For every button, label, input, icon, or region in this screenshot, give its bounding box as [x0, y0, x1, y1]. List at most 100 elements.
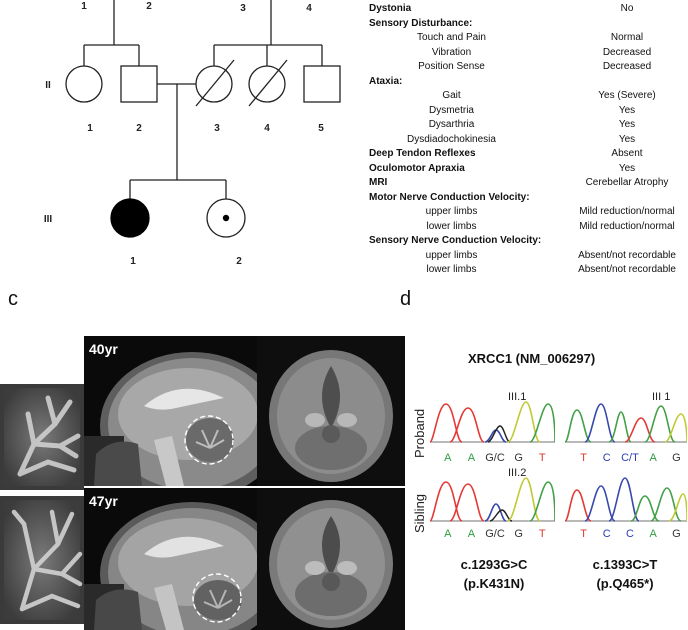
clinical-row: Sensory Disturbance: — [369, 17, 685, 32]
gen1-id: 1 — [81, 1, 87, 12]
clinical-row: Dysarthria Yes — [369, 118, 685, 133]
mri-axial-47yr — [257, 488, 405, 630]
trace-id-proband-left: III.1 — [508, 391, 527, 403]
clinical-feature-value: Yes — [618, 119, 636, 130]
clinical-row: lower limbs Absent/not recordable — [369, 263, 685, 278]
gen2-id: 2 — [136, 123, 142, 134]
trace-id-sibling-left: III.2 — [508, 467, 527, 479]
clinical-row: Dystonia No — [369, 2, 685, 17]
clinical-feature-value: Cerebellar Atrophy — [585, 177, 669, 188]
base-call: C — [626, 528, 634, 540]
row-label-sibling: Sibling — [412, 493, 427, 533]
base-call: G — [514, 528, 523, 540]
clinical-feature-value: Yes — [618, 104, 636, 116]
clinical-row: Motor Nerve Conduction Velocity: — [369, 191, 685, 206]
clinical-row: Ataxia: — [369, 75, 685, 90]
chromatogram-proband-right — [565, 403, 687, 443]
panel-label-c: c — [8, 288, 18, 310]
clinical-feature-label: Dysarthria — [428, 119, 475, 130]
clinical-feature-label: upper limbs — [425, 249, 478, 261]
variant-right-protein: (p.Q465*) — [596, 576, 654, 591]
base-call: C/T — [621, 452, 639, 464]
chromatogram-proband-left — [430, 401, 555, 443]
panel-label-d: d — [400, 288, 412, 310]
base-calls-proband-left: A A G/C G T — [436, 452, 554, 466]
clinical-feature-label: MRI — [369, 177, 388, 188]
base-call: T — [538, 452, 546, 464]
clinical-row: upper limbs Absent/not recordable — [369, 249, 685, 264]
clinical-row: Oculomotor Apraxia Yes — [369, 162, 685, 177]
clinical-feature-value: Absent/not recordable — [578, 249, 676, 261]
pedigree-carrier-dot — [222, 214, 230, 222]
clinical-row: MRI Cerebellar Atrophy — [369, 176, 685, 191]
mri-sagittal-47yr: 47yr — [84, 488, 257, 630]
pedigree-male-II-2 — [120, 65, 158, 103]
base-call: A — [444, 452, 452, 464]
row-label-proband: Proband — [412, 408, 427, 458]
base-call: C — [602, 452, 611, 464]
pedigree-male-II-5 — [303, 65, 341, 103]
trace-id-proband-right: III 1 — [652, 391, 671, 403]
base-call: T — [580, 452, 587, 464]
clinical-feature-label: Sensory Nerve Conduction Velocity: — [369, 235, 542, 246]
gen2-id: 1 — [87, 123, 93, 134]
base-call: C — [602, 528, 611, 540]
gen1-id: 3 — [240, 3, 246, 14]
gen2-id: 4 — [264, 123, 270, 134]
clinical-feature-label: Dysmetria — [428, 104, 474, 116]
clinical-feature-label: Touch and Pain — [417, 32, 486, 43]
clinical-row: Touch and Pain Normal — [369, 31, 685, 46]
clinical-feature-value: Normal — [610, 32, 644, 43]
variant-right-cdna: c.1393C>T — [592, 557, 658, 572]
clinical-feature-label: Ataxia: — [369, 75, 403, 87]
gen3-id: 2 — [236, 256, 242, 267]
clinical-feature-value: Yes — [618, 162, 636, 174]
clinical-feature-label: Sensory Disturbance: — [369, 17, 473, 29]
mri-cerebellum-zoom-insets — [0, 384, 84, 624]
base-call: A — [649, 452, 657, 464]
base-call: T — [538, 528, 546, 540]
clinical-feature-label: lower limbs — [426, 264, 477, 275]
base-call: A — [467, 452, 476, 464]
base-call: T — [580, 528, 587, 540]
base-call: G/C — [485, 452, 505, 464]
chromatogram-sibling-right — [565, 477, 687, 522]
clinical-row: Vibration Decreased — [369, 46, 685, 61]
pedigree-female-II-1 — [65, 65, 103, 103]
clinical-row: Dysmetria Yes — [369, 104, 685, 119]
base-call: G/C — [485, 528, 505, 540]
pedigree-affected-III-1 — [110, 198, 150, 238]
mri-sagittal-40yr: 40yr — [84, 336, 257, 486]
clinical-feature-label: Dysdiadochokinesia — [407, 133, 496, 145]
clinical-feature-value: No — [620, 3, 634, 14]
gen2-id: 5 — [318, 123, 324, 134]
base-call: A — [649, 528, 657, 540]
clinical-feature-label: upper limbs — [425, 206, 478, 217]
clinical-feature-value: Absent/not recordable — [578, 264, 676, 275]
age-label-40yr: 40yr — [89, 341, 118, 357]
clinical-row: Dysdiadochokinesia Yes — [369, 133, 685, 148]
clinical-feature-label: Vibration — [431, 46, 472, 58]
clinical-feature-value: Absent — [611, 148, 643, 159]
clinical-row: Gait Yes (Severe) — [369, 89, 685, 104]
clinical-feature-label: Dystonia — [369, 3, 412, 14]
base-call: G — [672, 528, 681, 540]
generation-label: III — [44, 214, 53, 225]
mri-axial-40yr — [257, 336, 405, 486]
clinical-feature-value: Decreased — [602, 46, 652, 58]
generation-label: II — [45, 80, 51, 91]
gene-title: XRCC1 (NM_006297) — [468, 351, 596, 366]
clinical-feature-value: Yes — [618, 133, 636, 145]
gen1-id: 2 — [146, 1, 152, 12]
clinical-feature-value: Yes (Severe) — [598, 90, 656, 101]
base-call: G — [514, 452, 523, 464]
clinical-feature-label: Gait — [442, 90, 461, 101]
base-call: G — [672, 452, 681, 464]
clinical-feature-label: Oculomotor Apraxia — [369, 162, 465, 174]
gen1-id: 4 — [306, 3, 312, 14]
